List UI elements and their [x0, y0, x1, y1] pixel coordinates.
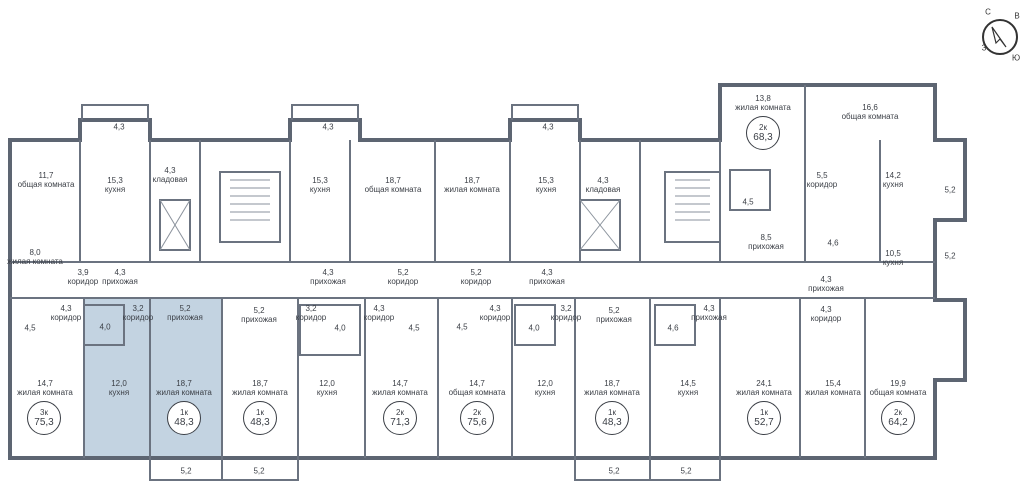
- compass: С В Ю З: [980, 7, 1020, 63]
- room-label: 5,2: [680, 466, 692, 476]
- room-label: 5,2: [253, 466, 265, 476]
- compass-east: В: [1014, 11, 1020, 21]
- compass-south: Ю: [1011, 53, 1021, 63]
- room-label: 4,0: [99, 322, 111, 332]
- room-label: 5,2: [608, 466, 620, 476]
- compass-icon: [982, 19, 1018, 55]
- compass-west: З: [981, 43, 987, 53]
- room-label: 4,0: [334, 323, 346, 333]
- room-label: 5,2: [944, 185, 956, 195]
- room-label: 4,3: [322, 122, 334, 132]
- room-label: 4,3: [542, 122, 554, 132]
- room-label: 4,3: [113, 122, 125, 132]
- room-label: 4,6: [667, 323, 679, 333]
- room-label: 4,5: [456, 322, 468, 332]
- room-label: 4,6: [827, 238, 839, 248]
- room-label: 4,5: [24, 323, 36, 333]
- room-label: 4,5: [742, 197, 754, 207]
- room-label: 4,5: [408, 323, 420, 333]
- room-label: 5,2: [180, 466, 192, 476]
- room-label: 4,0: [528, 323, 540, 333]
- compass-north: С: [985, 7, 991, 17]
- highlighted-apartment[interactable]: [84, 298, 222, 458]
- room-label: 5,2: [944, 251, 956, 261]
